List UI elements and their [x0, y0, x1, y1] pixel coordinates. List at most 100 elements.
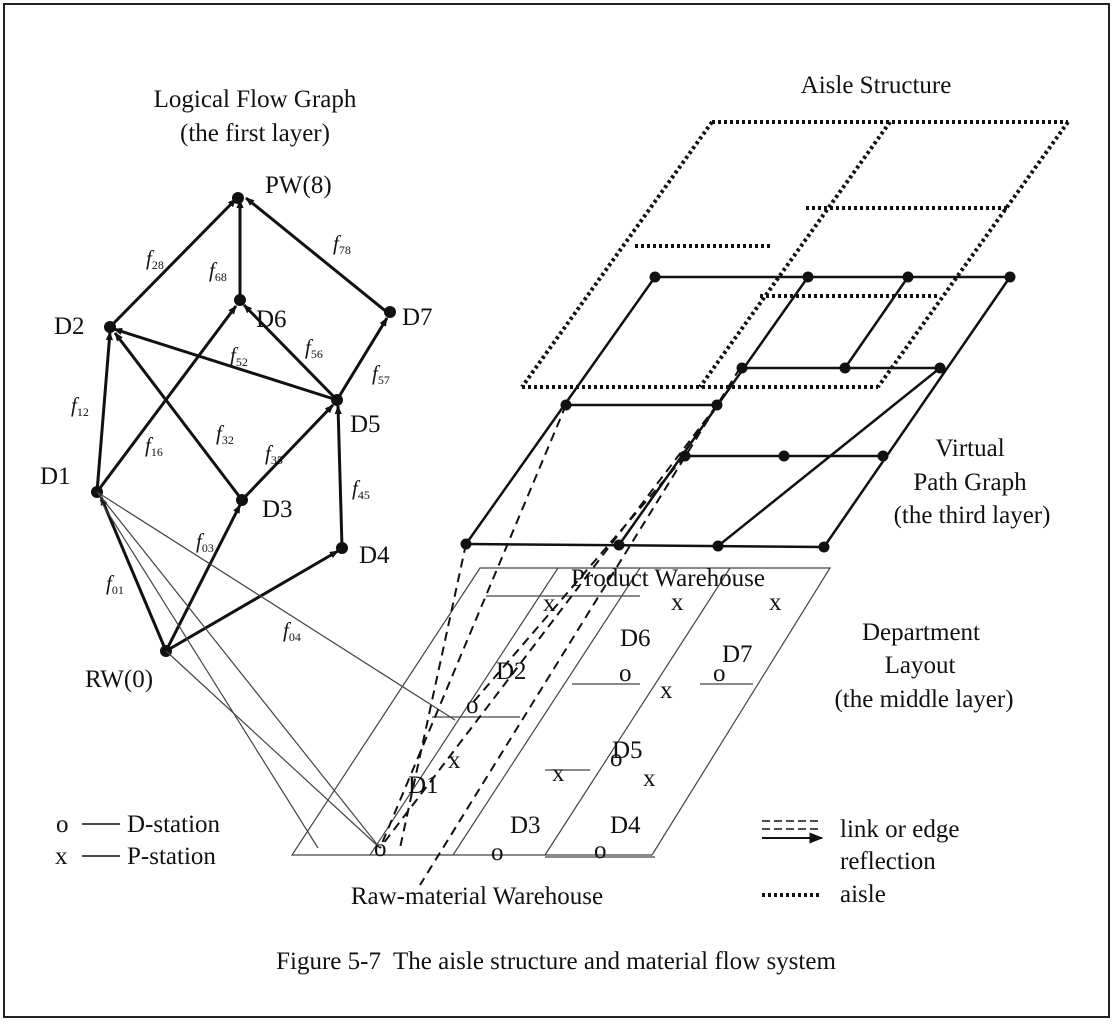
dashed-reflections: [379, 367, 741, 886]
edge-d2-pw: [108, 197, 238, 329]
vpg-node: [712, 540, 724, 552]
layout-label-d4: D4: [610, 812, 641, 839]
reflection-rw-d: [165, 650, 381, 849]
vpg-edge-bottom: [465, 542, 825, 549]
legend-d-mark: o: [56, 811, 69, 838]
edge-d1-d2: [95, 331, 113, 493]
aisle-left-edge: [520, 120, 714, 389]
reflection-d1-rw: [99, 499, 319, 849]
node-label-d1: D1: [40, 463, 71, 490]
node-label-d2: D2: [54, 313, 85, 340]
vpg-node: [934, 362, 946, 374]
node-d5: [331, 394, 343, 406]
logical-title-line2: (the first layer): [180, 120, 330, 147]
aisle-title: Aisle Structure: [801, 72, 952, 99]
flow-label-f28: f28: [146, 246, 164, 272]
vpg-node: [613, 539, 625, 551]
p-station-mark: x: [769, 589, 782, 616]
flow-label-f04: f04: [283, 618, 301, 644]
vpg-node: [560, 399, 572, 411]
dept-title-line1: Department: [862, 619, 980, 646]
layout-divider-1: [369, 567, 559, 856]
vpg-node: [902, 271, 914, 283]
d-station-mark: o: [466, 692, 479, 719]
p-station-mark: x: [660, 677, 673, 704]
flow-label-f45: f45: [352, 476, 370, 502]
legend-p-station: P-station: [127, 843, 216, 870]
flow-label-f35: f35: [265, 441, 283, 467]
vpg-node: [736, 362, 748, 374]
flow-edges: [95, 196, 389, 653]
node-label-d7: D7: [402, 304, 433, 331]
edge-d5-d2: [113, 327, 338, 402]
node-d6: [234, 294, 246, 306]
raw-warehouse-label: Raw-material Warehouse: [351, 883, 603, 910]
legend-aisle: aisle: [840, 881, 886, 908]
d-station-mark: o: [713, 660, 726, 687]
p-station-mark: x: [643, 765, 656, 792]
d-station-mark: o: [610, 745, 623, 772]
dashed-link-c: [419, 367, 741, 886]
line-legend: link or edge reflection aisle: [762, 816, 959, 908]
d-stations: o o o o o o o: [374, 660, 726, 866]
flow-label-f16: f16: [145, 433, 163, 459]
p-station-mark: x: [671, 589, 684, 616]
virtual-title-line2: Path Graph: [913, 469, 1027, 496]
vpg-edge-left: [464, 276, 657, 545]
vpg-node: [1004, 271, 1016, 283]
dashed-link-d: [469, 455, 686, 707]
virtual-path-nodes: [460, 271, 1016, 553]
dashed-link-e: [399, 543, 467, 849]
figure-caption: Figure 5-7 The aisle structure and mater…: [276, 948, 836, 975]
vpg-edge-col3-top: [843, 276, 910, 369]
p-stations: x x x x x x x: [448, 589, 782, 792]
layout-label-d7: D7: [722, 641, 753, 668]
flow-label-f52: f52: [230, 343, 248, 369]
edge-d5-d6: [242, 303, 339, 402]
aisle-right-edge: [876, 120, 1070, 389]
edge-rw-d1: [99, 496, 168, 652]
logical-flow-graph: Logical Flow Graph (the first layer): [40, 86, 433, 693]
node-label-d4: D4: [359, 542, 390, 569]
figure-border: [3, 3, 1110, 1018]
d-station-mark: o: [594, 837, 607, 864]
node-d2: [104, 321, 116, 333]
flow-label-f32: f32: [216, 421, 234, 447]
node-label-d5: D5: [350, 411, 381, 438]
legend-link-line2: reflection: [840, 848, 936, 875]
aisle-structure: [520, 120, 1070, 389]
edge-d7-pw: [245, 196, 389, 315]
dept-title-line2: Layout: [885, 652, 956, 679]
p-station-mark: x: [552, 760, 565, 787]
vpg-node: [877, 450, 889, 462]
flow-label-f03: f03: [196, 529, 214, 555]
legend-link-line1: link or edge: [840, 816, 959, 843]
edge-d5-d7: [335, 317, 389, 401]
aisle-center-edge: [698, 120, 892, 389]
node-label-d3: D3: [262, 496, 293, 523]
legend-p-mark: x: [55, 843, 68, 870]
node-d7: [384, 306, 396, 318]
vpg-node: [649, 271, 661, 283]
vpg-node: [839, 362, 851, 374]
vpg-node: [460, 538, 472, 550]
dashed-link-b: [379, 404, 718, 849]
flow-label-f68: f68: [209, 258, 227, 284]
node-pw: [232, 192, 244, 204]
reflection-links: [96, 491, 456, 849]
flow-label-f78: f78: [333, 231, 351, 257]
vpg-node: [679, 450, 691, 462]
layout-outline: [290, 567, 832, 856]
vpg-node: [711, 399, 723, 411]
layout-divider-2: [452, 567, 641, 856]
node-d4: [336, 542, 348, 554]
legend-d-station: D-station: [127, 811, 221, 838]
department-layout: [290, 567, 832, 858]
virtual-title-line3: (the third layer): [894, 502, 1051, 529]
layout-divider-3: [544, 567, 731, 856]
reflection-d1-p: [96, 491, 456, 721]
edge-d3-d2: [113, 332, 244, 501]
node-d3: [236, 494, 248, 506]
layout-label-d5: D5: [612, 737, 643, 764]
